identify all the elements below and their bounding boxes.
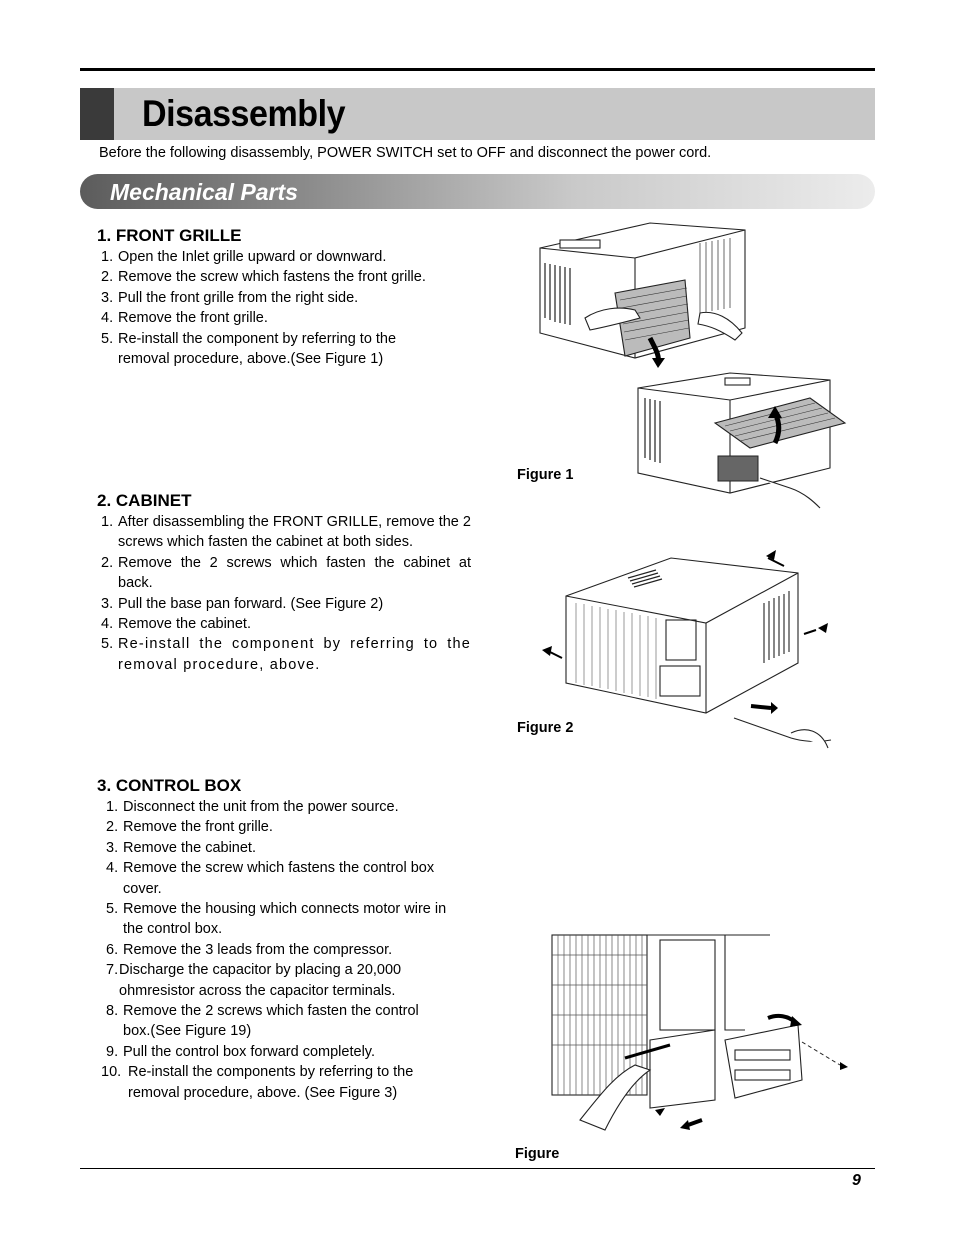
step-number: 5. [106, 901, 119, 918]
step-number: 2. [101, 269, 114, 286]
step-text: Remove the screw which fastens the front… [118, 269, 426, 286]
list-item: 7.Discharge the capacitor by placing a 2… [101, 960, 471, 1001]
list-item: 2.Remove the screw which fastens the fro… [101, 267, 471, 287]
step-number: 4. [106, 860, 119, 877]
step-text: Remove the 2 screws which fasten the con… [123, 1003, 419, 1040]
step-number: 3. [106, 839, 119, 856]
step-number: 2. [106, 819, 119, 836]
step-text: Pull the front grille from the right sid… [118, 289, 359, 306]
control-box-steps: 1.Disconnect the unit from the power sou… [101, 797, 471, 1103]
step-text: Remove the cabinet. [118, 616, 251, 633]
figure-3-illustration [551, 934, 848, 1131]
page-title: Disassembly [142, 93, 346, 134]
list-item: 2.Remove the front grille. [101, 817, 471, 837]
list-item: 3.Pull the front grille from the right s… [101, 288, 471, 308]
step-text: Remove the front grille. [123, 819, 273, 836]
list-item: 9.Pull the control box forward completel… [101, 1042, 471, 1062]
step-text: Discharge the capacitor by placing a 20,… [119, 962, 402, 999]
step-number: 8. [106, 1003, 119, 1020]
step-text: Remove the 3 leads from the compressor. [123, 941, 393, 958]
list-item: 3.Pull the base pan forward. (See Figure… [101, 594, 471, 614]
step-number: 4. [101, 310, 114, 327]
figure-2-caption: Figure 2 [517, 720, 574, 736]
list-item: 1.Open the Inlet grille upward or downwa… [101, 247, 471, 267]
figure-1-caption: Figure 1 [517, 467, 574, 483]
step-number: 5. [101, 636, 114, 653]
step-number: 1. [101, 249, 114, 265]
front-grille-steps: 1.Open the Inlet grille upward or downwa… [101, 247, 471, 369]
title-accent-block [80, 88, 114, 140]
list-item: 1.Disconnect the unit from the power sou… [101, 797, 471, 817]
step-number: 2. [101, 554, 114, 571]
step-number: 4. [101, 616, 114, 633]
list-item: 6.Remove the 3 leads from the compressor… [101, 940, 471, 960]
step-number: 9. [106, 1043, 119, 1060]
step-text: Open the Inlet grille upward or downward… [118, 249, 387, 265]
list-item: 5.Re-install the component by referring … [101, 329, 471, 370]
list-item: 5.Remove the housing which connects moto… [101, 899, 471, 940]
cabinet-heading: 2. CABINET [97, 491, 192, 510]
step-number: 7. [106, 962, 119, 979]
step-text: Disconnect the unit from the power sourc… [123, 799, 399, 815]
front-grille-heading: 1. FRONT GRILLE [97, 226, 242, 245]
list-item: 10. Re-install the components by referrin… [101, 1062, 471, 1103]
figure-2-illustration [542, 550, 832, 749]
list-item: 4.Remove the front grille. [101, 308, 471, 328]
step-text: Remove the screw which fastens the contr… [123, 860, 435, 897]
step-text: Remove the housing which connects motor … [123, 901, 447, 938]
step-number: 1. [101, 514, 114, 530]
list-item: 4.Remove the cabinet. [101, 614, 471, 634]
list-item: 8.Remove the 2 screws which fasten the c… [101, 1001, 471, 1042]
list-item: 5.Re-install the component by referring … [101, 634, 471, 675]
title-bar [80, 88, 875, 140]
step-text: Re-install the components by referring t… [128, 1064, 414, 1101]
section-title: Mechanical Parts [110, 179, 298, 205]
step-text: Remove the front grille. [118, 310, 268, 327]
bottom-rule [80, 1168, 875, 1169]
control-box-heading: 3. CONTROL BOX [97, 776, 242, 795]
step-number: 10. [101, 1064, 122, 1081]
step-number: 6. [106, 941, 119, 958]
step-text: Re-install the component by referring to… [118, 330, 397, 368]
top-rule [80, 68, 875, 71]
list-item: 1.After disassembling the FRONT GRILLE, … [101, 512, 471, 553]
step-text: Re-install the component by referring to… [118, 636, 471, 673]
step-text: After disassembling the FRONT GRILLE, re… [118, 514, 471, 551]
list-item: 4.Remove the screw which fastens the con… [101, 858, 471, 899]
step-number: 1. [106, 799, 119, 815]
section-bar [80, 174, 875, 209]
intro-text: Before the following disassembly, POWER … [99, 145, 712, 161]
step-text: Pull the base pan forward. (See Figure 2… [118, 595, 384, 612]
cabinet-steps: 1.After disassembling the FRONT GRILLE, … [101, 512, 471, 675]
figure-3-caption: Figure [515, 1146, 560, 1162]
step-number: 3. [101, 595, 114, 612]
list-item: 2.Remove the 2 screws which fasten the c… [101, 553, 471, 594]
step-number: 3. [101, 289, 114, 306]
list-item: 3.Remove the cabinet. [101, 838, 471, 858]
figure-1-illustration [539, 222, 847, 509]
step-number: 5. [101, 330, 114, 347]
step-text: Remove the cabinet. [123, 839, 256, 856]
step-text: Pull the control box forward completely. [123, 1043, 375, 1060]
page-number: 9 [852, 1172, 861, 1189]
step-text: Remove the 2 screws which fasten the cab… [118, 554, 471, 592]
